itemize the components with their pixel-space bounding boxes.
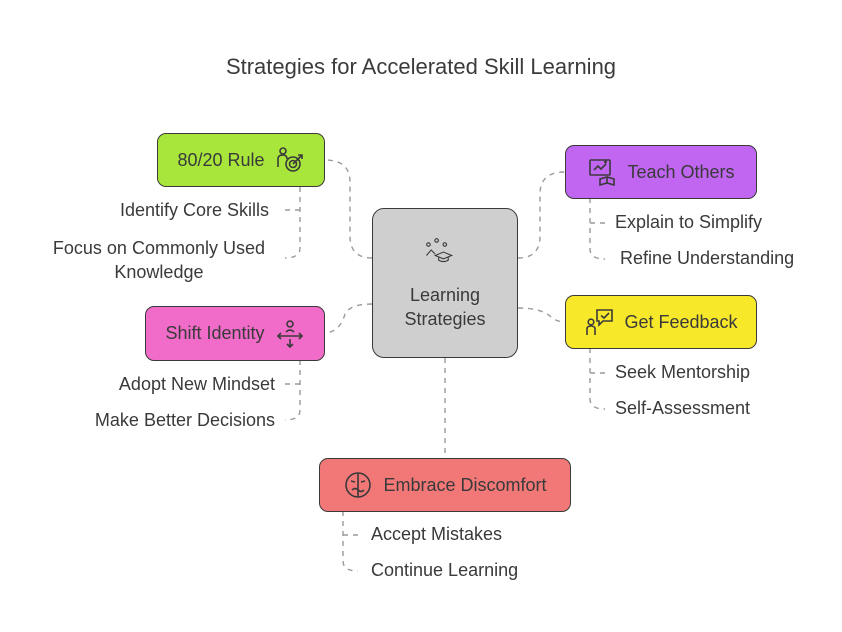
node-embrace-discomfort[interactable]: Embrace Discomfort: [319, 458, 571, 512]
leaf-focus-line2: Knowledge: [114, 262, 204, 282]
node-80-20-rule-label: 80/20 Rule: [177, 149, 265, 170]
feedback-icon: [584, 307, 614, 337]
center-label-line1: Learning: [409, 285, 481, 305]
leaf-explain-to-simplify: Explain to Simplify: [615, 212, 763, 232]
center-node[interactable]: Learning Strategies: [372, 208, 518, 358]
leaf-focus-commonly-used: Focus on Commonly Used Knowledge: [53, 236, 265, 284]
leaf-adopt-new-mindset: Adopt New Mindset: [118, 374, 275, 394]
leaf-seek-mentorship: Seek Mentorship: [615, 362, 751, 382]
leaf-refine-understanding: Refine Understanding: [620, 248, 795, 268]
learning-icon: [423, 235, 467, 279]
node-80-20-rule[interactable]: 80/20 Rule: [157, 133, 325, 187]
leaf-continue-learning: Continue Learning: [371, 560, 519, 580]
leaf-accept-mistakes: Accept Mistakes: [371, 524, 503, 544]
center-label-line2: Strategies: [404, 309, 486, 329]
node-embrace-discomfort-label: Embrace Discomfort: [383, 474, 547, 495]
node-shift-identity-label: Shift Identity: [165, 323, 265, 343]
target-person-icon: [275, 145, 305, 175]
node-get-feedback[interactable]: Get Feedback: [565, 295, 757, 349]
leaf-identify-core-skills: Identify Core Skills: [119, 200, 269, 220]
node-teach-others[interactable]: Teach Others: [565, 145, 757, 199]
diagram-title: Strategies for Accelerated Skill Learnin…: [225, 54, 617, 79]
mask-icon: [343, 470, 373, 500]
node-teach-others-label: Teach Others: [627, 161, 735, 182]
leaf-self-assessment: Self-Assessment: [615, 398, 751, 418]
leaf-make-better-decisions: Make Better Decisions: [94, 410, 275, 430]
leaf-focus-line1: Focus on Commonly Used: [52, 238, 265, 258]
balance-person-icon: [275, 319, 305, 349]
presentation-icon: [587, 157, 617, 187]
node-get-feedback-label: Get Feedback: [624, 311, 738, 332]
node-shift-identity[interactable]: Shift Identity: [145, 306, 325, 361]
